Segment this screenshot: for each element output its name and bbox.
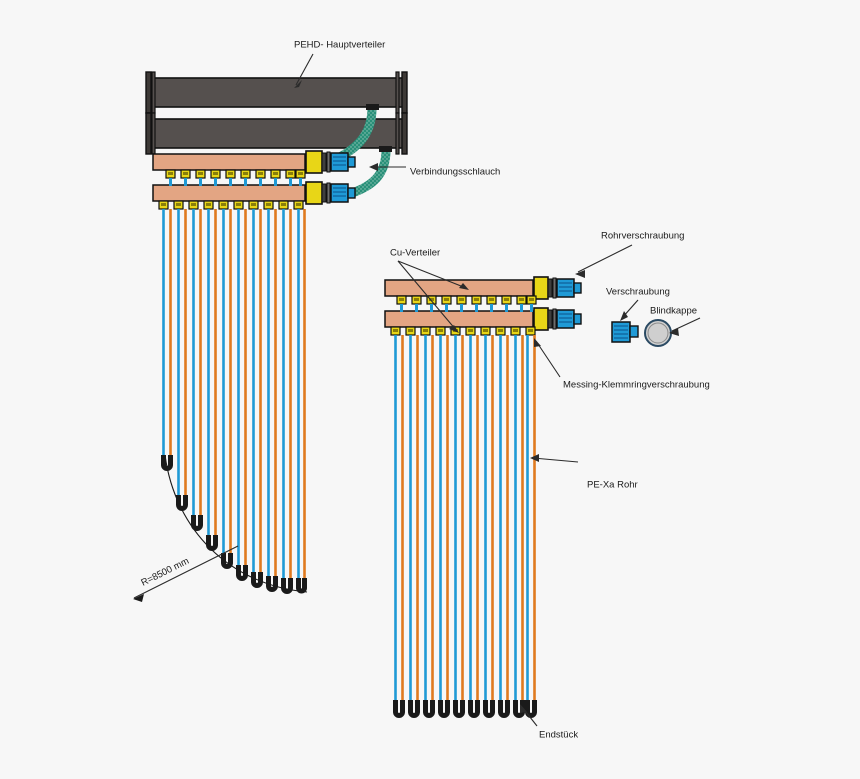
radius-arc xyxy=(164,454,308,593)
arrow-cu-manifold-2 xyxy=(449,325,459,333)
label-cu-manifold: Cu-Verteiler xyxy=(390,248,440,259)
hose-ferrule-1 xyxy=(366,104,379,110)
arrow-screw-fitting xyxy=(620,311,628,321)
arrow-connection-hose xyxy=(369,163,378,171)
leader-brass-compression-fitting xyxy=(535,340,561,378)
label-connection-hose: Verbindungsschlauch xyxy=(410,167,500,178)
arrow-main-distributor xyxy=(294,80,302,88)
arrow-pexa-pipe xyxy=(530,454,539,462)
leader-cu-manifold-2 xyxy=(397,260,457,331)
label-brass-compression-fitting: Messing-Klemmringverschraubung xyxy=(563,380,710,391)
label-main-distributor: PEHD- Hauptverteiler xyxy=(294,40,385,51)
pexa-pipe-bundle-upper xyxy=(161,209,307,594)
cu-manifold-upper-a xyxy=(152,150,356,174)
leader-pexa-pipe xyxy=(532,457,579,463)
label-end-piece: Endstück xyxy=(539,730,578,741)
arrow-brass-compression-fitting xyxy=(534,338,541,347)
arrow-pipe-screw-fitting xyxy=(575,270,585,278)
leader-main-distributor xyxy=(295,53,314,86)
cu-manifold-lower-b xyxy=(384,307,582,331)
lower-cu-manifold-group xyxy=(384,276,582,718)
verschraubung-part xyxy=(611,321,639,343)
pexa-pipe-bundle-lower xyxy=(393,335,537,718)
label-screw-fitting: Verschraubung xyxy=(606,287,670,298)
arrow-cu-manifold-1 xyxy=(459,283,469,290)
radius-dimension-line xyxy=(133,545,239,599)
leader-cu-manifold-1 xyxy=(397,260,467,289)
cu-manifold-upper-b xyxy=(152,181,356,205)
label-blind-cap: Blindkappe xyxy=(650,306,697,317)
upper-cu-manifold-group: R=8500 mm xyxy=(133,150,356,602)
brass-fittings-upper-a xyxy=(165,169,306,186)
loose-parts-group xyxy=(611,319,672,347)
arrow-end-piece xyxy=(520,704,527,713)
leader-pipe-screw-fitting xyxy=(577,244,633,273)
arrow-blind-cap xyxy=(669,328,679,336)
radius-arrow xyxy=(133,594,144,602)
blindkappe-part xyxy=(644,319,672,347)
hdpe-header-1 xyxy=(145,71,408,114)
label-pipe-screw-fitting: Rohrverschraubung xyxy=(601,231,684,242)
label-pexa-pipe: PE-Xa Rohr xyxy=(587,480,638,491)
brass-fittings-upper-b xyxy=(158,200,304,210)
hose-ferrule-2 xyxy=(379,146,392,152)
brass-fittings-lower-a xyxy=(396,295,537,312)
